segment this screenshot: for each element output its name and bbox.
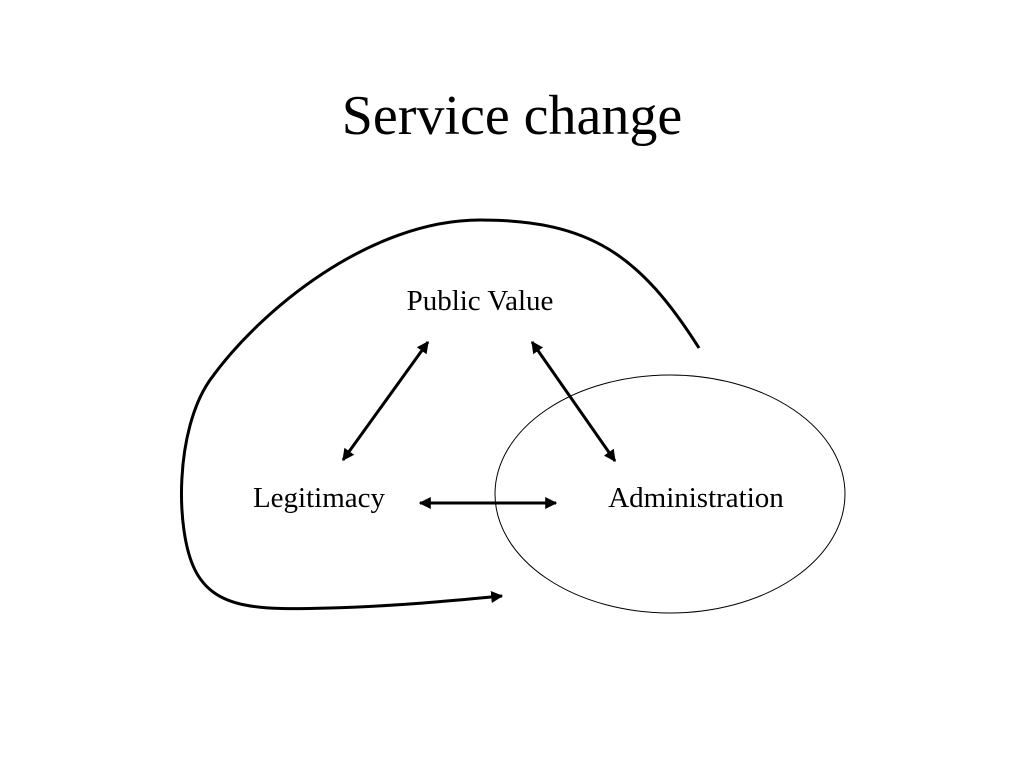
arrow-public-value-administration (530, 341, 617, 462)
node-administration: Administration (608, 482, 784, 514)
administration-ellipse (494, 374, 846, 614)
node-public-value: Public Value (407, 285, 554, 317)
node-legitimacy: Legitimacy (253, 482, 386, 514)
arrow-public-value-legitimacy (341, 341, 430, 461)
service-change-loop-arrow (180, 218, 701, 611)
slide-title: Service change (341, 85, 683, 147)
